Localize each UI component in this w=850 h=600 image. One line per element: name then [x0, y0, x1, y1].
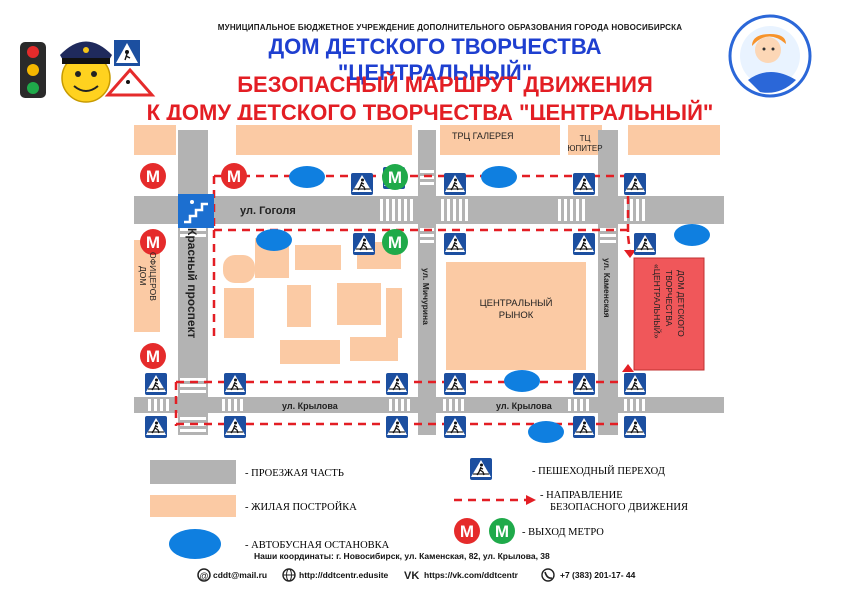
street-gogol: ул. Гоголя	[240, 205, 296, 217]
building-dom-ofitserov-line2: ОФИЦЕРОВ	[148, 252, 158, 301]
zebra-crossings	[148, 170, 645, 432]
ddt-building	[633, 257, 705, 371]
building-jupiter-line1: ТЦ	[580, 134, 591, 143]
footer-email[interactable]: cddt@mail.ru	[213, 570, 267, 580]
ddt-label-line2: ТВОРЧЕСТВА	[664, 270, 674, 327]
housing-blocks	[134, 125, 720, 370]
legend-direction-line2: БЕЗОПАСНОГО ДВИЖЕНИЯ	[550, 502, 688, 513]
title-line-1: БЕЗОПАСНЫЙ МАРШРУТ ДВИЖЕНИЯ	[237, 72, 653, 97]
street-krasny-prospekt: Красный проспект	[185, 228, 199, 339]
pedestrian-sign-icon	[104, 40, 156, 97]
street-michurina: ул. Мичурина	[421, 268, 431, 325]
legend-metro: - ВЫХОД МЕТРО	[522, 527, 604, 538]
traffic-light-icon	[20, 42, 46, 98]
legend-bus: - АВТОБУСНАЯ ОСТАНОВКА	[245, 540, 390, 551]
logo-icon	[728, 14, 812, 98]
legend-road: - ПРОЕЗЖАЯ ЧАСТЬ	[245, 468, 344, 479]
organization-name: МУНИЦИПАЛЬНОЕ БЮДЖЕТНОЕ УЧРЕЖДЕНИЕ ДОПОЛ…	[217, 23, 683, 32]
institution-name: ДОМ ДЕТСКОГО ТВОРЧЕСТВА "ЦЕНТРАЛЬНЫЙ"	[268, 34, 602, 85]
footer-vk[interactable]: https://vk.com/ddtcentr	[424, 570, 519, 580]
street-kamenskaya: ул. Каменская	[602, 258, 612, 318]
svg-text:VK: VK	[404, 570, 419, 582]
building-jupiter-line2: ЮПИТЕР	[567, 144, 602, 153]
svg-text:@: @	[199, 571, 208, 581]
legend-direction-line1: - НАПРАВЛЕНИЕ	[540, 490, 623, 501]
footer-coordinates: Наши координаты: г. Новосибирск, ул. Кам…	[254, 551, 550, 561]
legend-crossing: - ПЕШЕХОДНЫЙ ПЕРЕХОД	[532, 465, 665, 477]
ddt-label-line3: «ЦЕНТРАЛЬНЫЙ»	[652, 264, 663, 339]
stairs-sign-icon	[178, 194, 214, 228]
street-krylova-left: ул. Крылова	[282, 401, 339, 411]
building-market-line2: РЫНОК	[499, 310, 534, 321]
building-dom-ofitserov-line1: ДОМ	[138, 266, 148, 285]
globe-icon	[282, 568, 296, 582]
phone-icon	[541, 568, 555, 582]
vk-icon: VK	[404, 570, 419, 582]
email-icon: @	[197, 568, 211, 582]
building-market-line1: ЦЕНТРАЛЬНЫЙ	[480, 297, 553, 309]
footer-phone[interactable]: +7 (383) 201-17- 44	[560, 570, 636, 580]
ddt-label-line1: ДОМ ДЕТСКОГО	[676, 270, 686, 337]
bus-stops	[256, 166, 710, 443]
building-galereya: ТРЦ ГАЛЕРЕЯ	[452, 131, 514, 141]
street-krylova-right: ул. Крылова	[496, 401, 553, 411]
footer-site[interactable]: http://ddtcentr.edusite	[299, 570, 389, 580]
legend	[150, 457, 536, 559]
smiley-police-icon	[60, 41, 112, 103]
legend-housing: - ЖИЛАЯ ПОСТРОЙКА	[245, 501, 357, 513]
